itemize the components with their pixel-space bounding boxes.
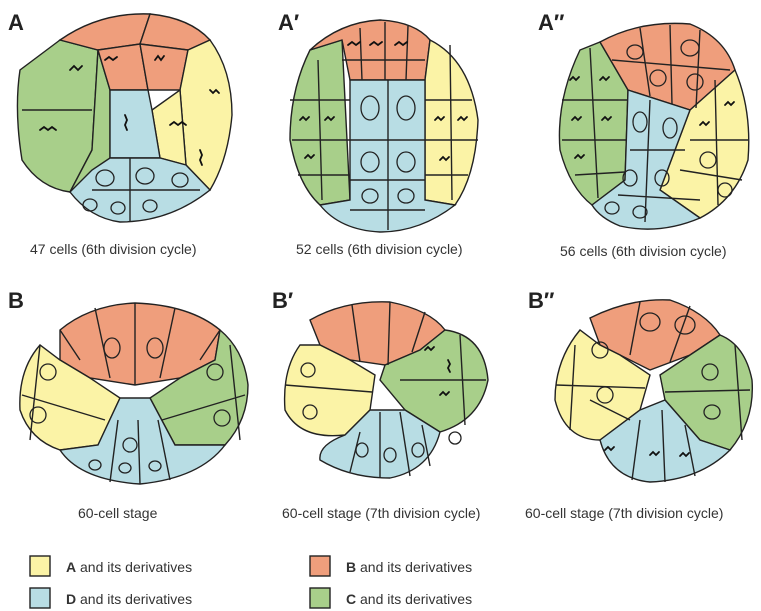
panel-a-prime: A′ 52 cells (6th d: [278, 10, 478, 257]
legend-key-d: D: [66, 591, 76, 607]
chromosome: [700, 122, 709, 125]
panel-a-double-prime-label: A″: [538, 10, 565, 35]
nucleus: [449, 432, 461, 444]
caption-a-prime: 52 cells (6th division cycle): [296, 241, 463, 257]
legend-label-b: and its derivatives: [356, 559, 472, 575]
legend-key-c: C: [346, 591, 356, 607]
panel-b-prime: B′ 60-cell stage (7th division cycle): [272, 288, 488, 521]
chromosome: [605, 447, 614, 450]
legend-key-a: A: [66, 559, 76, 575]
chromosome: [425, 347, 434, 350]
svg-text:A and its derivatives: A and its derivatives: [66, 559, 192, 575]
panel-b-label: B: [8, 288, 24, 313]
chromosome: [570, 77, 579, 80]
cell-d: [110, 90, 160, 158]
panel-b-double-prime: B″ 60-cell stage (7th division cycle): [525, 288, 752, 521]
chromosome: [200, 150, 202, 165]
legend-swatch-c: [310, 588, 330, 608]
chromosome: [440, 157, 449, 160]
legend-item-b: B and its derivatives: [310, 556, 472, 576]
embryo-b-double-prime: [555, 300, 752, 482]
legend-item-d: D and its derivatives: [30, 588, 192, 608]
chromosome: [210, 90, 219, 93]
legend-label-d: and its derivatives: [76, 591, 192, 607]
panel-a-label: A: [8, 10, 24, 35]
embryo-b: [20, 303, 248, 484]
panel-a-double-prime: A″: [538, 10, 749, 259]
chromosome: [602, 117, 611, 120]
chromosome: [572, 117, 581, 120]
chromosome: [600, 77, 609, 80]
chromosome: [725, 102, 734, 105]
svg-text:D and its derivatives: D and its derivatives: [66, 591, 192, 607]
panel-a-prime-label: A′: [278, 10, 299, 35]
legend-item-c: C and its derivatives: [310, 588, 472, 608]
embryo-a: [17, 14, 232, 222]
caption-a: 47 cells (6th division cycle): [30, 241, 197, 257]
panel-b-double-prime-label: B″: [528, 288, 555, 313]
legend-swatch-a: [30, 556, 50, 576]
chromosome: [300, 117, 309, 120]
caption-a-double-prime: 56 cells (6th division cycle): [560, 243, 727, 259]
chromosome: [575, 155, 584, 158]
embryo-b-prime: [285, 302, 488, 478]
embryo-a-double-prime: [559, 23, 748, 229]
chromosome: [680, 453, 689, 456]
chromosome: [325, 117, 334, 120]
caption-b: 60-cell stage: [78, 505, 158, 521]
chromosome: [435, 117, 444, 120]
legend-label-a: and its derivatives: [76, 559, 192, 575]
legend-swatch-d: [30, 588, 50, 608]
caption-b-double-prime: 60-cell stage (7th division cycle): [525, 505, 723, 521]
panel-a: A: [8, 10, 232, 257]
chromosome: [458, 117, 467, 120]
chromosome: [650, 452, 659, 455]
chromosome: [440, 392, 449, 395]
chromosome: [448, 360, 450, 372]
caption-b-prime: 60-cell stage (7th division cycle): [282, 505, 480, 521]
chromosome: [305, 155, 314, 158]
legend: A and its derivatives B and its derivati…: [30, 556, 472, 608]
legend-swatch-b: [310, 556, 330, 576]
svg-text:C and its derivatives: C and its derivatives: [346, 591, 472, 607]
legend-label-c: and its derivatives: [356, 591, 472, 607]
chromosome: [125, 115, 127, 130]
panel-b: B 60-cell stage: [8, 288, 248, 521]
svg-text:B and its derivatives: B and its derivatives: [346, 559, 472, 575]
legend-key-b: B: [346, 559, 356, 575]
embryo-a-prime: [290, 20, 478, 232]
legend-item-a: A and its derivatives: [30, 556, 192, 576]
panel-b-prime-label: B′: [272, 288, 293, 313]
